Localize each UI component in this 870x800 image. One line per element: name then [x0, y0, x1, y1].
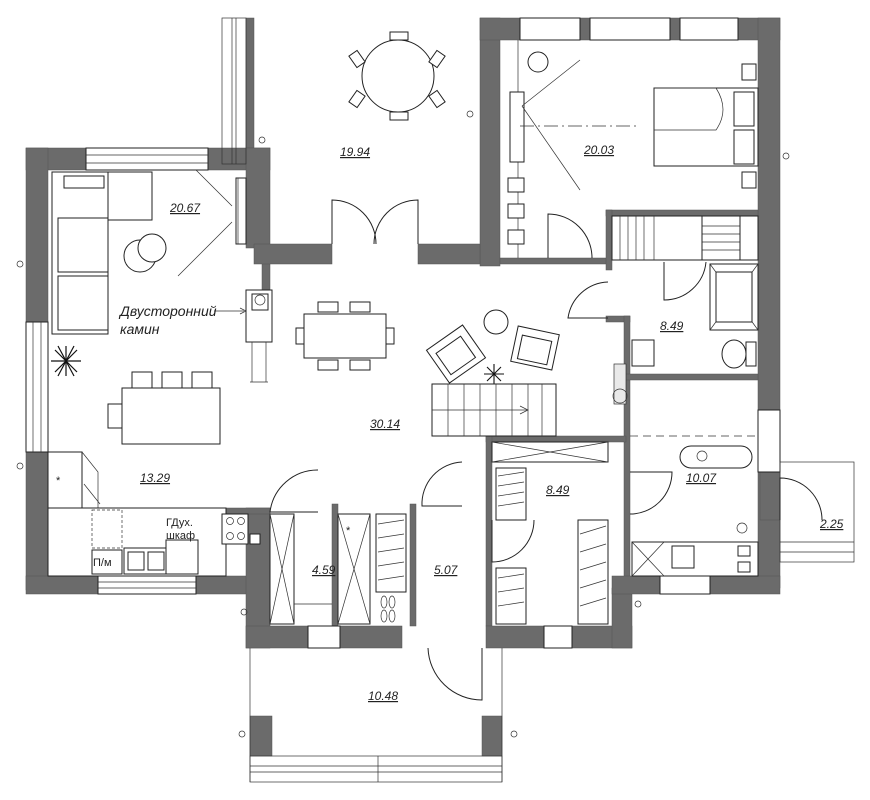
area-label-laundry: 10.07	[686, 471, 717, 485]
fridge-mark: *	[56, 475, 61, 487]
dressing-room: 8.49	[491, 441, 609, 625]
windows	[25, 17, 781, 649]
area-label-kitchen: 13.29	[140, 471, 170, 485]
storage-mark: *	[346, 525, 351, 537]
area-label-hall: 30.14	[370, 417, 400, 431]
dishwasher-label: П/м	[93, 557, 112, 569]
storage-small: * 4.59	[269, 513, 371, 625]
kitchen: * П/м ГДух. шкаф 13.29	[16, 371, 261, 577]
area-label-bedroom: 20.03	[583, 143, 614, 157]
fireplace	[245, 289, 273, 383]
area-label-vestibule: 5.07	[434, 563, 459, 577]
living-room: 20.67 Двусторонний камин	[16, 169, 247, 377]
fireplace-label-line1: Двусторонний	[118, 303, 217, 319]
area-label-dining: 19.94	[340, 145, 370, 159]
area-label-porch: 2.25	[819, 517, 844, 531]
hall: 30.14	[269, 281, 628, 513]
area-label-bathroom: 8.49	[660, 319, 684, 333]
area-label-terrace: 10.48	[368, 689, 398, 703]
terrace-entry: 10.48	[238, 600, 642, 783]
cabinet-label-2: шкаф	[166, 530, 195, 542]
bathroom-upper: 8.49	[611, 215, 759, 369]
cabinet-label-1: ГДух.	[166, 517, 193, 529]
plant-icon	[51, 345, 81, 377]
area-label-dressing: 8.49	[546, 483, 570, 497]
fireplace-label-line2: камин	[120, 321, 160, 337]
area-label-living: 20.67	[169, 201, 201, 215]
vestibule: 5.07	[375, 513, 483, 701]
area-label-storage: 4.59	[312, 563, 336, 577]
porch-side: 2.25	[779, 461, 855, 563]
bedroom: 20.03	[507, 40, 790, 259]
laundry: 10.07	[629, 435, 759, 577]
dining-room: 19.94	[221, 17, 474, 245]
